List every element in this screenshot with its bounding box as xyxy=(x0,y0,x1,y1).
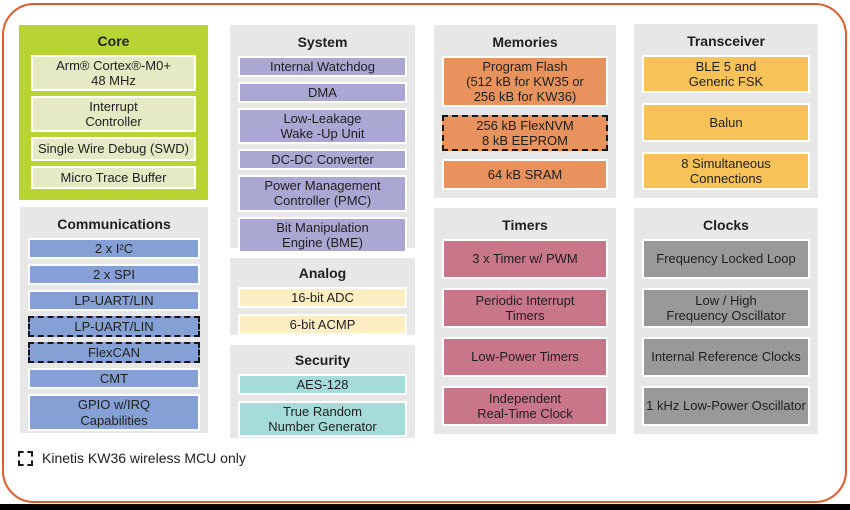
section-communications: Communications 2 x I²C 2 x SPI LP-UART/LIN L… xyxy=(20,207,208,433)
block-system-2: Low-Leakage Wake -Up Unit xyxy=(238,108,407,145)
block-timers-3: Independent Real-Time Clock xyxy=(442,386,608,426)
section-items-analog: 16-bit ADC 6-bit ACMP xyxy=(238,287,407,336)
section-timers: Timers 3 x Timer w/ PWM Periodic Interrupt… xyxy=(434,208,616,434)
block-memories-2: 64 kB SRAM xyxy=(442,159,608,190)
block-timers-2: Low-Power Timers xyxy=(442,337,608,377)
section-title-security: Security xyxy=(294,352,351,368)
block-system-1: DMA xyxy=(238,82,407,104)
section-items-transceiver: BLE 5 and Generic FSK Balun 8 Simultaneous… xyxy=(642,55,810,190)
section-title-communications: Communications xyxy=(57,216,171,232)
section-title-system: System xyxy=(297,34,348,50)
section-items-timers: 3 x Timer w/ PWM Periodic Interrupt Timer… xyxy=(442,239,608,426)
block-core-3: Micro Trace Buffer xyxy=(31,165,196,189)
block-communications-1: 2 x SPI xyxy=(28,264,200,286)
block-communications-2: LP-UART/LIN xyxy=(28,290,200,312)
block-clocks-1: Low / High Frequency Oscillator xyxy=(642,288,810,328)
section-title-clocks: Clocks xyxy=(703,217,749,233)
block-transceiver-1: Balun xyxy=(642,103,810,142)
legend-label: Kinetis KW36 wireless MCU only xyxy=(42,450,246,466)
block-system-3: DC-DC Converter xyxy=(238,149,407,171)
bottom-divider-bar xyxy=(0,504,850,510)
section-title-transceiver: Transceiver xyxy=(687,33,765,49)
section-title-analog: Analog xyxy=(298,265,347,281)
block-system-0: Internal Watchdog xyxy=(238,56,407,78)
dashed-box-icon xyxy=(18,450,33,466)
block-memories-1: 256 kB FlexNVM 8 kB EEPROM xyxy=(442,115,608,152)
block-clocks-0: Frequency Locked Loop xyxy=(642,239,810,279)
block-communications-5: CMT xyxy=(28,368,200,390)
block-communications-4: FlexCAN xyxy=(28,342,200,364)
section-title-core: Core xyxy=(97,33,130,49)
block-analog-1: 6-bit ACMP xyxy=(238,314,407,336)
block-communications-6: GPIO w/IRQ Capabilities xyxy=(28,394,200,431)
block-system-5: Bit Manipulation Engine (BME) xyxy=(238,216,407,253)
block-memories-0: Program Flash (512 kB for KW35 or 256 kB… xyxy=(442,56,608,108)
block-transceiver-0: BLE 5 and Generic FSK xyxy=(642,55,810,94)
block-core-2: Single Wire Debug (SWD) xyxy=(31,137,196,161)
section-items-memories: Program Flash (512 kB for KW35 or 256 kB… xyxy=(442,56,608,190)
section-title-memories: Memories xyxy=(492,34,558,50)
block-clocks-3: 1 kHz Low-Power Oscillator xyxy=(642,386,810,426)
block-timers-1: Periodic Interrupt Timers xyxy=(442,288,608,328)
block-security-0: AES-128 xyxy=(238,374,407,396)
block-communications-3: LP-UART/LIN xyxy=(28,316,200,338)
legend: Kinetis KW36 wireless MCU only xyxy=(18,450,246,466)
block-core-0: Arm® Cortex®-M0+ 48 MHz xyxy=(31,55,196,92)
block-analog-0: 16-bit ADC xyxy=(238,287,407,309)
block-communications-0: 2 x I²C xyxy=(28,238,200,260)
block-clocks-2: Internal Reference Clocks xyxy=(642,337,810,377)
section-items-communications: 2 x I²C 2 x SPI LP-UART/LIN LP-UART/LIN Flex… xyxy=(28,238,200,431)
block-timers-0: 3 x Timer w/ PWM xyxy=(442,239,608,279)
block-security-1: True Random Number Generator xyxy=(238,401,407,438)
block-core-1: Interrupt Controller xyxy=(31,96,196,133)
block-transceiver-2: 8 Simultaneous Connections xyxy=(642,151,810,190)
section-title-timers: Timers xyxy=(502,217,548,233)
section-analog: Analog 16-bit ADC 6-bit ACMP xyxy=(230,258,415,336)
block-system-4: Power Management Controller (PMC) xyxy=(238,175,407,212)
